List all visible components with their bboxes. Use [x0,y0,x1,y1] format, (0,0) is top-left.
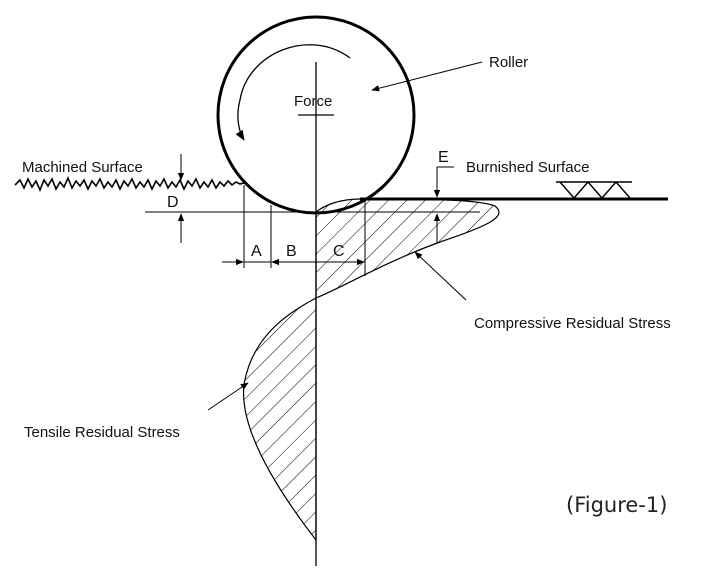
roller-circle [216,15,416,215]
roller-leader [371,61,483,92]
force-label: Force [294,93,332,110]
label-c: C [333,243,345,260]
dimension-abc: A B C [222,243,365,266]
machined-surface-label: Machined Surface [22,159,143,176]
figure-caption: (Figure-1) [566,493,667,517]
compressive-leader [414,251,467,301]
machined-surface-line [14,175,245,193]
tensile-leader [207,382,249,411]
burnished-surface-label: Burnished Surface [466,159,589,176]
tensile-stress-label: Tensile Residual Stress [24,424,180,441]
surface-finish-symbol [556,180,632,200]
roller-label: Roller [489,54,528,71]
label-a: A [251,243,262,260]
compressive-stress-label: Compressive Residual Stress [474,315,671,332]
label-b: B [286,243,297,260]
rotation-arrow [235,44,351,141]
label-e: E [438,149,449,166]
label-d: D [167,194,179,211]
compressive-stress-region [315,198,500,299]
dimension-e: E [433,149,454,243]
tensile-stress-region [242,296,317,542]
dimension-d: D [167,154,185,243]
